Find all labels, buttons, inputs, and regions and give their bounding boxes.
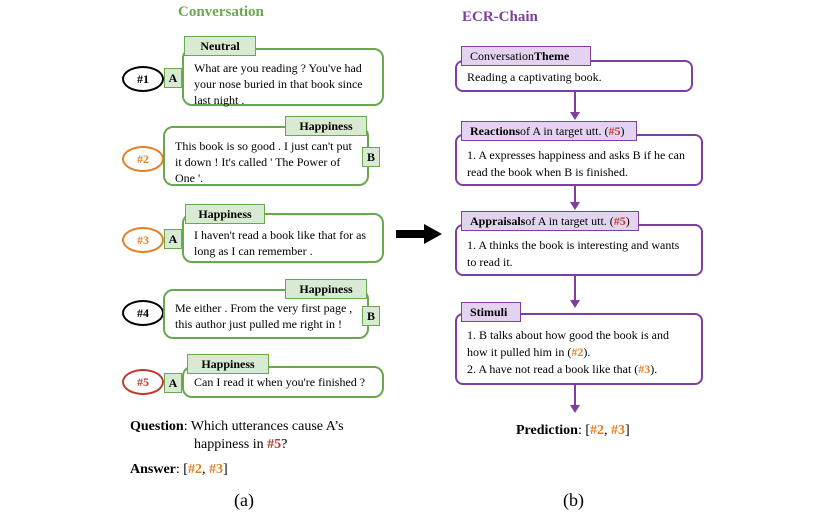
utterance-index-2: #2: [122, 146, 164, 172]
question-label: Question: [130, 419, 184, 434]
prediction-label: Prediction: [516, 423, 578, 438]
emotion-label-5: Happiness: [187, 354, 269, 374]
utterance-text-4: Me either . From the very first page , t…: [175, 301, 353, 331]
stimuli-box: 1. B talks about how good the book is an…: [455, 313, 703, 385]
utterance-bubble-1: What are you reading ? You've had your n…: [182, 48, 384, 107]
prediction-text: Prediction: [#2, #3]: [516, 423, 630, 438]
conversation-title: Conversation: [178, 4, 264, 20]
speaker-b-badge: B: [362, 147, 380, 167]
stimuli-tag: Stimuli: [461, 302, 521, 322]
answer-label: Answer: [130, 462, 176, 477]
speaker-a-badge: A: [164, 68, 182, 88]
utterance-bubble-3: I haven't read a book like that for as l…: [182, 213, 384, 263]
utterance-bubble-2: This book is so good . I just can't put …: [163, 126, 369, 186]
stimuli-line-2: 2. A have not read a book like that (#3)…: [467, 362, 658, 376]
arrow-down-icon: [570, 300, 580, 308]
arrow-down-icon: [570, 112, 580, 120]
utterance-index-1: #1: [122, 66, 164, 92]
speaker-a-badge: A: [164, 373, 182, 393]
utterance-text-1: What are you reading ? You've had your n…: [194, 61, 363, 107]
stimuli-line-1: 1. B talks about how good the book is an…: [467, 328, 669, 359]
reactions-box: 1. A expresses happiness and asks B if h…: [455, 134, 703, 186]
arrow-down-icon: [570, 202, 580, 210]
reactions-tag: Reactions of A in target utt. (#5): [461, 121, 637, 141]
chain-connector-2: [574, 186, 576, 204]
speaker-a-badge: A: [164, 229, 182, 249]
arrow-down-icon: [570, 405, 580, 413]
utterance-index-4: #4: [122, 300, 164, 326]
utterance-index-5: #5: [122, 369, 164, 395]
emotion-label-3: Happiness: [185, 204, 265, 224]
caption-b: (b): [563, 490, 584, 510]
emotion-label-4: Happiness: [285, 279, 367, 299]
caption-a: (a): [234, 490, 254, 510]
speaker-b-badge: B: [362, 306, 380, 326]
answer-text: Answer: [#2, #3]: [130, 462, 228, 477]
utterance-text-3: I haven't read a book like that for as l…: [194, 228, 367, 258]
right-arrow-icon: [396, 224, 442, 244]
chain-connector-1: [574, 92, 576, 114]
theme-tag: Conversation Theme: [461, 46, 591, 66]
utterance-text-2: This book is so good . I just can't put …: [175, 139, 352, 185]
theme-text: Reading a captivating book.: [467, 70, 602, 84]
utterance-index-3: #3: [122, 227, 164, 253]
question-text: Question: Which utterances cause A’s hap…: [130, 419, 344, 452]
appraisals-tag: Appraisals of A in target utt. (#5): [461, 211, 639, 231]
appraisals-text: 1. A thinks the book is interesting and …: [467, 238, 680, 269]
utterance-text-5: Can I read it when you're finished ?: [194, 375, 366, 389]
question-target-ref: #5: [267, 437, 282, 452]
reactions-text: 1. A expresses happiness and asks B if h…: [467, 148, 685, 179]
utterance-bubble-4: Me either . From the very first page , t…: [163, 289, 369, 339]
emotion-label-1: Neutral: [184, 36, 256, 56]
appraisals-box: 1. A thinks the book is interesting and …: [455, 224, 703, 276]
ecr-chain-title: ECR-Chain: [462, 9, 538, 25]
chain-connector-4: [574, 385, 576, 407]
chain-connector-3: [574, 276, 576, 302]
emotion-label-2: Happiness: [285, 116, 367, 136]
